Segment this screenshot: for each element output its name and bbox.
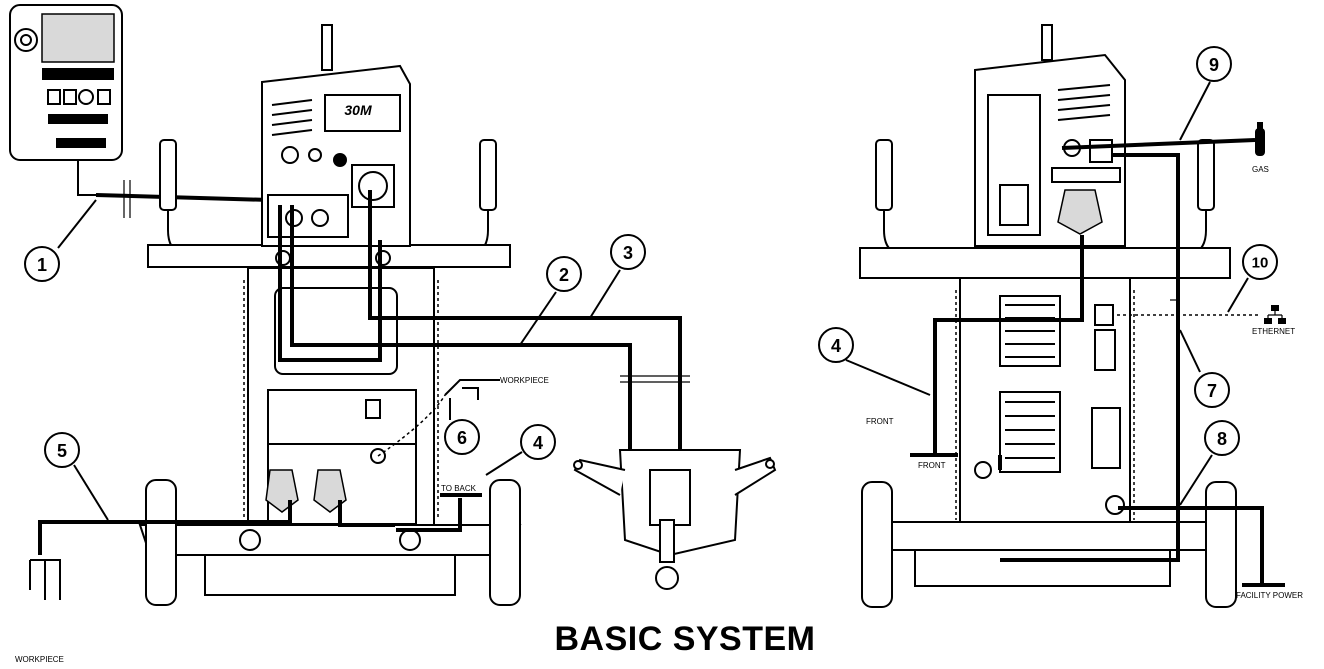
cart-left	[138, 139, 522, 606]
label-gas: GAS	[1252, 165, 1269, 174]
svg-text:7: 7	[1207, 381, 1217, 401]
svg-text:6: 6	[457, 428, 467, 448]
workpiece-symbol-left	[29, 559, 61, 600]
svg-text:1: 1	[37, 255, 47, 275]
unit-badge-text: 30M	[344, 102, 372, 118]
svg-text:4: 4	[533, 433, 543, 453]
svg-text:9: 9	[1209, 55, 1219, 75]
power-cord-8	[1118, 506, 1264, 585]
svg-text:3: 3	[623, 243, 633, 263]
label-workpiece-top: WORKPIECE	[500, 376, 549, 385]
sense-lead-6	[377, 394, 446, 457]
label-to-back: TO BACK	[441, 484, 477, 493]
callout-4-right: 4	[818, 327, 931, 396]
callout-1: 1	[24, 199, 97, 282]
label-front-2: FRONT	[918, 461, 946, 470]
svg-text:4: 4	[831, 336, 841, 356]
label-workpiece-bottom: WORKPIECE	[15, 655, 64, 664]
svg-text:5: 5	[57, 441, 67, 461]
cable-3	[368, 190, 682, 450]
callout-3: 3	[589, 234, 646, 319]
welder-machine-left: 30M	[261, 24, 411, 266]
svg-text:2: 2	[559, 265, 569, 285]
cable-5-work	[38, 500, 292, 555]
gas-cylinder-icon	[1255, 122, 1265, 156]
callout-9: 9	[1179, 46, 1232, 141]
welder-machine-right	[974, 24, 1126, 247]
wire-feeder	[573, 449, 777, 590]
callout-7: 7	[1179, 329, 1230, 408]
cable-2	[290, 205, 632, 455]
label-front-1: FRONT	[866, 417, 894, 426]
diagram-title: BASIC SYSTEM	[554, 620, 816, 658]
cable-4-back	[933, 235, 1084, 455]
svg-text:10: 10	[1252, 255, 1269, 272]
cable-4-to-back	[396, 498, 462, 532]
svg-text:8: 8	[1217, 429, 1227, 449]
label-facility-power: FACILITY POWER	[1236, 591, 1303, 600]
callout-4-left: 4	[485, 424, 556, 476]
callout-10: 10	[1227, 244, 1278, 313]
callout-5: 5	[44, 432, 109, 521]
gas-hose-9	[1061, 138, 1256, 150]
cable-1-remote	[95, 193, 271, 202]
callout-6: 6	[444, 398, 480, 455]
ethernet-icon	[1264, 305, 1286, 324]
remote-pendant	[9, 4, 123, 196]
callout-2: 2	[519, 256, 582, 346]
callout-8: 8	[1179, 420, 1240, 506]
label-ethernet: ETHERNET	[1252, 327, 1295, 336]
